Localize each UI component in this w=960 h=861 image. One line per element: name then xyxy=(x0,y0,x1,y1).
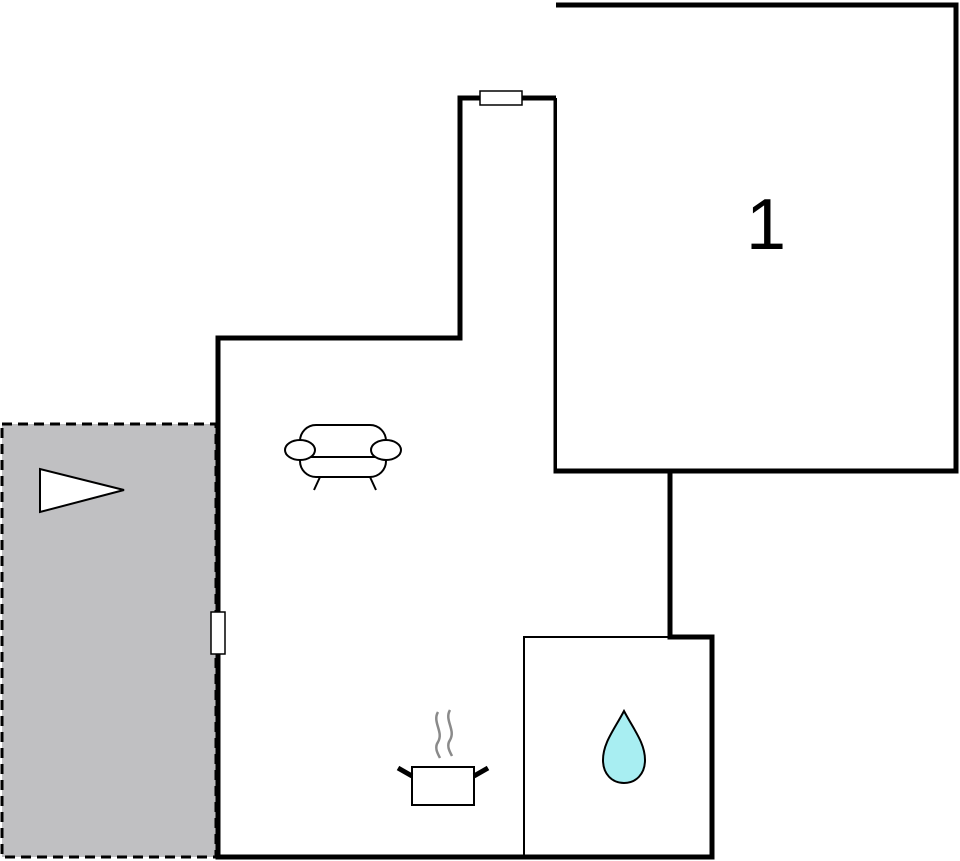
window-top xyxy=(479,90,523,106)
bedroom-room xyxy=(556,2,959,474)
bedroom-label: 1 xyxy=(746,185,786,265)
terrace-area xyxy=(0,422,218,859)
cooking-pot-icon xyxy=(396,709,490,806)
water-drop-icon xyxy=(601,708,647,785)
bathroom-room xyxy=(523,636,670,857)
sofa-icon xyxy=(284,424,402,491)
terrace-pennant-icon xyxy=(39,467,125,514)
window-left xyxy=(210,611,226,655)
